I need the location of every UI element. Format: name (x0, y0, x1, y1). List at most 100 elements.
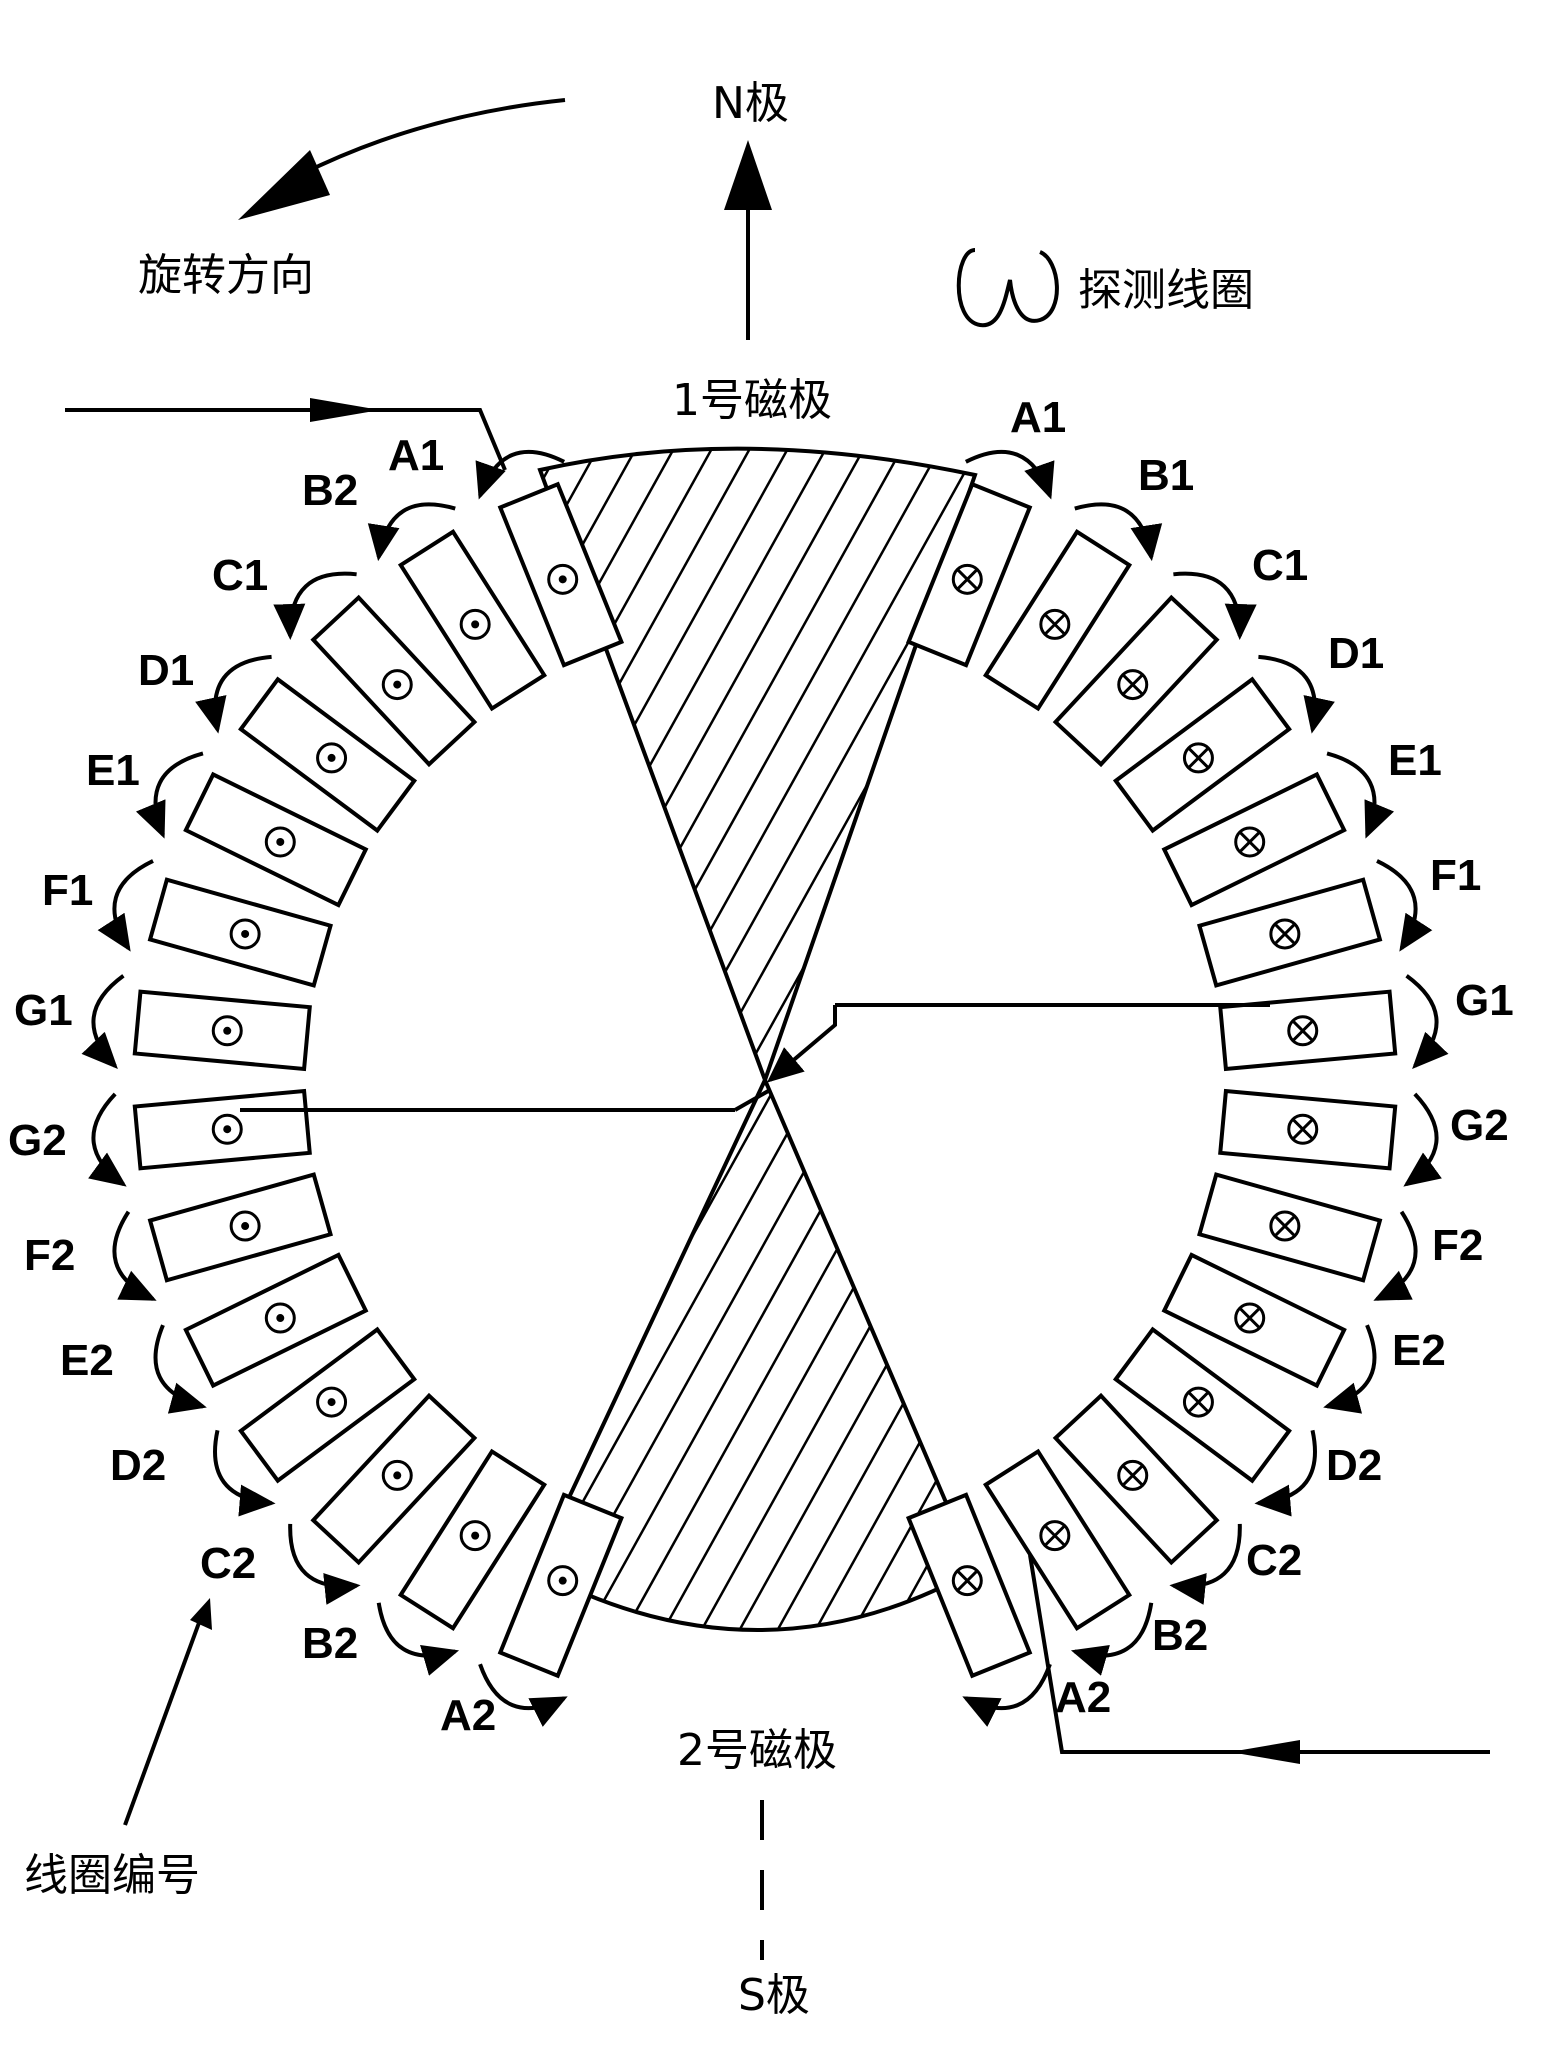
coil-label-left-5: F1 (42, 866, 93, 915)
current-out-dot (327, 1398, 336, 1407)
right-stator-coils (905, 449, 1449, 1727)
hatch-stripe (0, 200, 166, 2000)
hatch-stripe (540, 448, 814, 1080)
coil-label-left-7: G2 (8, 1116, 67, 1165)
coil-label-right-7: G2 (1450, 1101, 1509, 1150)
hatch-stripe (874, 448, 975, 1080)
coil-label-left-9: E2 (60, 1336, 114, 1385)
right-coil-end-arc (1169, 1523, 1242, 1605)
hatch-stripe (0, 200, 14, 2000)
hatch-stripe (540, 448, 975, 1080)
current-in-cross (1122, 1465, 1143, 1486)
hatch-stripe (540, 448, 776, 1080)
hatch-stripe (0, 200, 204, 2000)
left-coil-end-arc (475, 449, 566, 500)
right-coil-end-arc (962, 1663, 1052, 1727)
left-coil-end-arc (273, 571, 357, 641)
current-in-cross (957, 1570, 978, 1591)
right-coil-end-arc (1373, 1210, 1418, 1301)
input-arrow-top (310, 398, 380, 422)
hatch-stripe (540, 448, 738, 1080)
coil-label-right-2: C1 (1252, 541, 1308, 590)
hatch-stripe (1446, 200, 1554, 2000)
right-coil-end-arc (1173, 571, 1257, 641)
hatch-stripe (0, 200, 52, 2000)
north-arrow-head (724, 140, 772, 210)
hatch-stripe (535, 1080, 776, 1630)
probe-coil-icon (956, 248, 1059, 328)
coil-label-left-10: D2 (110, 1441, 166, 1490)
coil-label-right-6: G1 (1455, 976, 1514, 1025)
coil-label-left-3: D1 (138, 646, 194, 695)
right-coil-end-arc (1376, 859, 1433, 952)
hatch-stripe (1332, 200, 1554, 2000)
hatch-stripe (0, 200, 52, 2000)
right-coil-end-arc (1403, 1092, 1442, 1187)
coil-label-left-12: B2 (302, 1619, 358, 1668)
hatch-stripe (1370, 200, 1554, 2000)
current-out-dot (276, 837, 285, 846)
right-coil-end-arc (1070, 1602, 1154, 1676)
coil-label-left-8: F2 (24, 1231, 75, 1280)
coil-label-left-13: A2 (440, 1691, 496, 1740)
left-coil-end-arc (112, 1210, 157, 1301)
current-in-cross (957, 569, 978, 590)
current-in-cross (1292, 1119, 1313, 1140)
current-out-dot (241, 1222, 250, 1231)
hatch-stripe (874, 1080, 975, 1630)
hatch-stripe (1408, 200, 1554, 2000)
hatch-stripe (1370, 200, 1554, 2000)
coil-label-right-4: E1 (1388, 736, 1442, 785)
current-in-cross (1239, 1307, 1260, 1329)
current-out-dot (223, 1125, 232, 1134)
right-coil-end-arc (1254, 1429, 1317, 1517)
hatch-stripe (1522, 200, 1554, 2000)
current-in-cross (1188, 747, 1209, 768)
left-diagonal-stub (734, 1088, 771, 1112)
center-arrow (766, 1005, 837, 1083)
coil-label-left-4: E1 (86, 746, 140, 795)
current-out-dot (241, 929, 250, 938)
current-out-dot (558, 1576, 567, 1585)
hatch-stripe (1484, 200, 1554, 2000)
hatch-stripe (0, 200, 90, 2000)
pole-1-hatched (0, 200, 1554, 2000)
right-coil-end-arc (964, 449, 1055, 500)
left-coil-end-arc (81, 974, 125, 1069)
current-out-dot (276, 1314, 285, 1323)
hatch-stripe (1408, 200, 1554, 2000)
current-out-dot (558, 575, 567, 584)
hatch-stripe (1484, 200, 1554, 2000)
coil-label-right-5: F1 (1430, 851, 1481, 900)
left-coil-end-arc (97, 859, 154, 952)
hatch-stripe (540, 448, 975, 1080)
south-pole-label: S极 (738, 1970, 810, 2021)
coil-label-right-12: B2 (1152, 1611, 1208, 1660)
right-coil-end-arc (1405, 974, 1449, 1069)
coil-label-left-11: C2 (200, 1539, 256, 1588)
hatch-stripe (1142, 200, 1554, 2000)
coil-number-label: 线圈编号 (24, 1850, 200, 1901)
left-coil-end-arc (288, 1523, 361, 1605)
current-out-dot (471, 620, 480, 629)
input-lead-top (65, 408, 507, 471)
hatch-stripe (540, 448, 890, 1080)
hatch-stripe (1332, 200, 1554, 2000)
rotation-label: 旋转方向 (138, 250, 314, 301)
hatch-stripe (0, 200, 14, 2000)
current-in-cross (1274, 923, 1295, 945)
left-coil-end-arc (135, 751, 204, 839)
right-coil-end-arc (1326, 751, 1395, 839)
right-coil-end-arc (1258, 654, 1335, 734)
left-coil-end-arc (88, 1092, 127, 1187)
current-in-cross (1239, 831, 1260, 853)
coil-label-right-1: B1 (1138, 451, 1194, 500)
current-in-cross (1044, 1525, 1065, 1546)
coil-label-right-9: E2 (1392, 1326, 1446, 1375)
left-coil-end-arc (376, 1602, 460, 1676)
coil-label-right-13: A2 (1055, 1673, 1111, 1722)
right-coil-labels: A1 B1 C1 D1 E1 F1 G1 G2 F2 E2 D2 C2 B2 A… (1010, 393, 1514, 1722)
hatch-stripe (1142, 200, 1554, 2000)
coil-label-left-2: C1 (212, 551, 268, 600)
coil-label-right-0: A1 (1010, 393, 1066, 442)
